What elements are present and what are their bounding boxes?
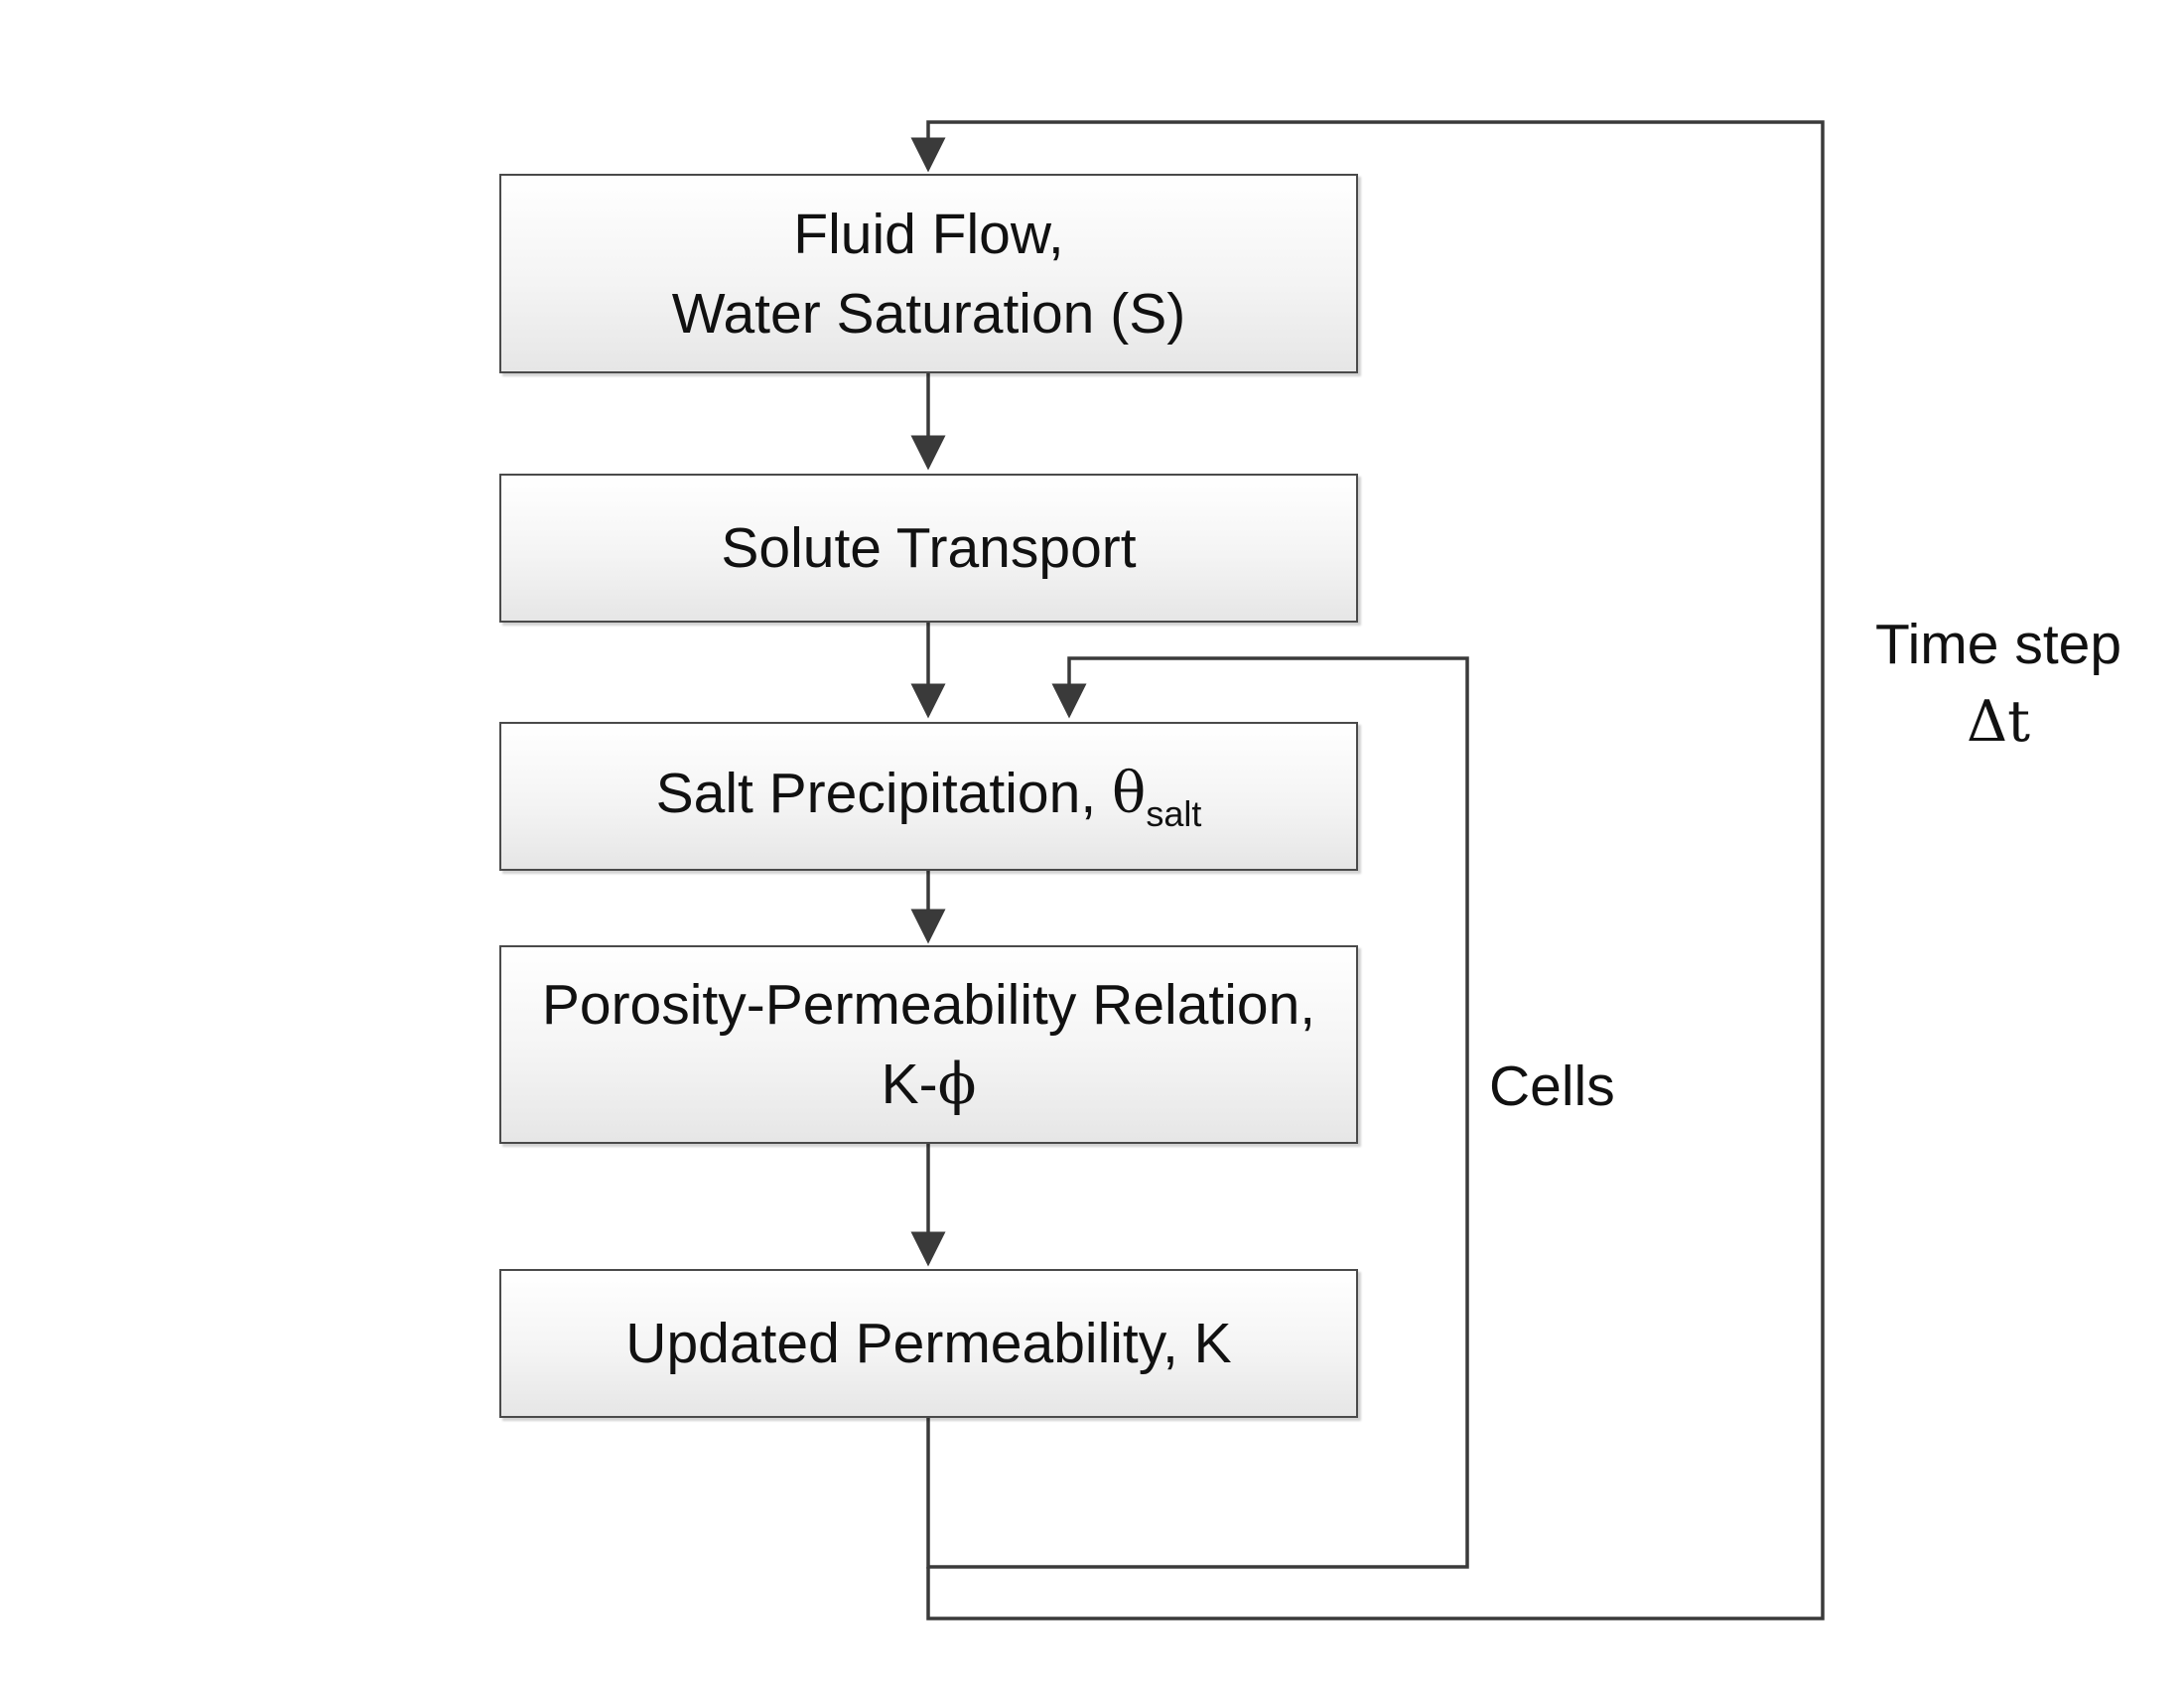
k-phi-label: K-ϕ [882,1045,977,1124]
fluid-flow-label: Fluid Flow, [793,202,1064,266]
water-saturation-label: Water Saturation (S) [671,281,1186,346]
cells-loop-label: Cells [1489,1055,1615,1118]
delta-t-label: Δt [1966,689,2031,755]
updated-permeability-box: Updated Permeability, K [499,1269,1358,1418]
time-step-loop-label: Time step Δt [1864,606,2132,761]
k-prefix: K- [881,1053,938,1116]
fluid-flow-box: Fluid Flow, Water Saturation (S) [499,174,1358,373]
porosity-permeability-box: Porosity-Permeability Relation, K-ϕ [499,945,1358,1144]
time-step-loop-line [910,120,1825,1620]
time-step-label: Time step [1874,613,2122,676]
salt-subscript: salt [1146,792,1202,834]
salt-precipitation-text: Salt Precipitation, [655,761,1113,825]
solute-transport-box: Solute Transport [499,474,1358,623]
solute-transport-label: Solute Transport [721,516,1137,580]
salt-precipitation-label: Salt Precipitation, θsalt [656,754,1202,840]
theta-symbol: θ [1112,760,1147,826]
phi-symbol: ϕ [937,1052,977,1117]
updated-permeability-label: Updated Permeability, K [625,1312,1232,1375]
cells-loop-line [926,656,1469,1569]
salt-precipitation-box: Salt Precipitation, θsalt [499,722,1358,871]
porosity-permeability-label: Porosity-Permeability Relation, [541,973,1316,1037]
